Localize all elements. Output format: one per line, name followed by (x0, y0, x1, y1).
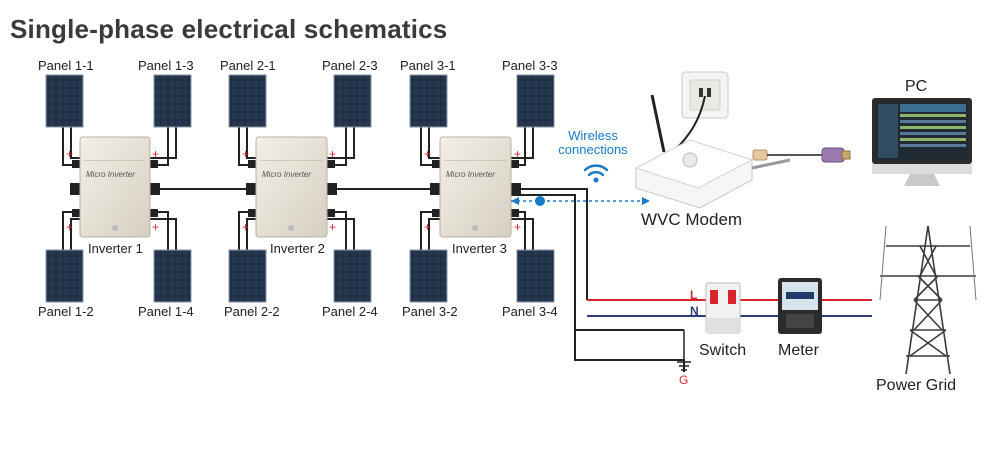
svg-text:+: + (514, 220, 521, 234)
solar-panel-3-3 (516, 74, 555, 128)
inverter-2-label: Inverter 2 (270, 241, 325, 256)
wireless-link (511, 196, 650, 206)
inverter-3-face-label: Micro Inverter (446, 170, 495, 179)
diagram-title: Single-phase electrical schematics (10, 14, 448, 44)
wireless-connections-label: Wireless connections (548, 129, 638, 157)
live-wire-label: L (690, 288, 698, 302)
wireless-label-line-1: Wireless (568, 128, 618, 143)
inverter-1-label: Inverter 1 (88, 241, 143, 256)
panel-2-4-label: Panel 2-4 (322, 304, 378, 319)
solar-panel-3-2 (409, 249, 448, 303)
polarity-markers: + + + + + + + + + + + + (66, 147, 521, 234)
solar-panel-2-3 (333, 74, 372, 128)
panel-1-4-label: Panel 1-4 (138, 304, 194, 319)
svg-text:+: + (152, 147, 159, 161)
circuit-breaker-switch (705, 282, 741, 334)
ac-trunk-cable (150, 188, 685, 372)
solar-panel-3-4 (516, 249, 555, 303)
solar-panel-3-1 (409, 74, 448, 128)
ground-symbol-icon (677, 330, 691, 371)
panel-1-3-label: Panel 1-3 (138, 58, 194, 73)
meter-label: Meter (778, 342, 819, 359)
energy-meter (778, 278, 822, 334)
panel-2-2-label: Panel 2-2 (224, 304, 280, 319)
wvc-modem-device (634, 94, 791, 209)
svg-text:+: + (424, 220, 431, 234)
solar-panels (45, 74, 555, 303)
micro-inverter-2 (255, 136, 328, 238)
panel-3-1-label: Panel 3-1 (400, 58, 456, 73)
panel-1-2-label: Panel 1-2 (38, 304, 94, 319)
panel-2-1-label: Panel 2-1 (220, 58, 276, 73)
svg-text:+: + (152, 220, 159, 234)
serial-connector-icon (821, 147, 851, 163)
svg-text:+: + (424, 147, 431, 161)
svg-text:+: + (329, 220, 336, 234)
solar-panel-2-1 (228, 74, 267, 128)
micro-inverter-3 (439, 136, 512, 238)
svg-text:+: + (66, 220, 73, 234)
wvc-modem-label: WVC Modem (641, 210, 743, 229)
solar-panel-1-2 (45, 249, 84, 303)
wifi-icon (583, 164, 609, 183)
svg-text:+: + (66, 147, 73, 161)
transmission-tower-icon (879, 225, 977, 375)
pc-label: PC (905, 78, 928, 95)
svg-text:+: + (329, 147, 336, 161)
solar-panel-2-4 (333, 249, 372, 303)
connector-stubs (70, 160, 521, 217)
inverter-1-face-label: Micro Inverter (86, 170, 135, 179)
pc-monitor (872, 98, 972, 186)
wireless-label-line-2: connections (558, 142, 628, 157)
svg-text:+: + (242, 220, 249, 234)
panel-3-3-label: Panel 3-3 (502, 58, 558, 73)
micro-inverter-1 (79, 136, 151, 238)
panel-3-4-label: Panel 3-4 (502, 304, 558, 319)
inverter-2-face-label: Micro Inverter (262, 170, 311, 179)
panel-1-1-label: Panel 1-1 (38, 58, 94, 73)
svg-text:+: + (242, 147, 249, 161)
panel-2-3-label: Panel 2-3 (322, 58, 378, 73)
solar-panel-1-4 (153, 249, 192, 303)
inverter-3-label: Inverter 3 (452, 241, 507, 256)
power-grid-label: Power Grid (876, 377, 957, 394)
panel-3-2-label: Panel 3-2 (402, 304, 458, 319)
wall-outlet-icon (681, 71, 729, 119)
svg-text:+: + (514, 147, 521, 161)
switch-label: Switch (699, 342, 747, 359)
solar-panel-2-2 (228, 249, 267, 303)
solar-panel-1-3 (153, 74, 192, 128)
ground-wire-label: G (679, 373, 689, 387)
solar-panel-1-1 (45, 74, 84, 128)
neutral-wire-label: N (690, 304, 699, 318)
